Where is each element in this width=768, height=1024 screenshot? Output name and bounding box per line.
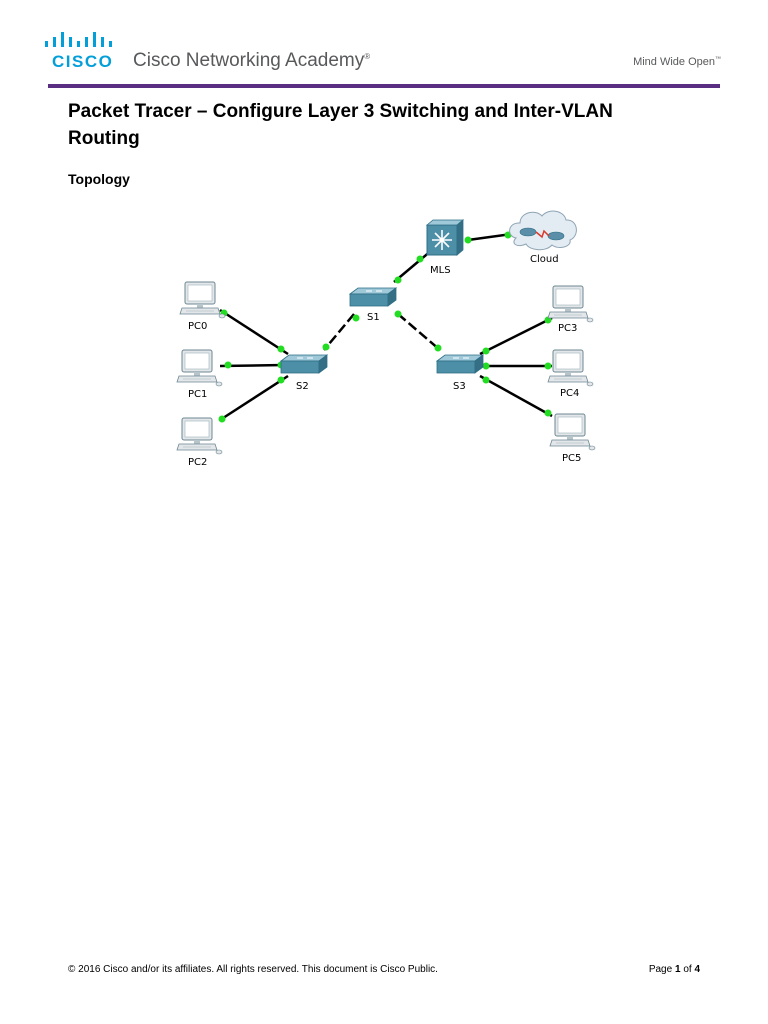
- pc0-icon: [179, 281, 226, 319]
- network-links: [219, 232, 553, 422]
- page-header: CISCO Cisco Networking Academy® Mind Wid…: [0, 0, 768, 88]
- pc4-icon: [547, 349, 594, 387]
- label-s3: S3: [453, 381, 466, 392]
- footer-page-number: Page 1 of 4: [648, 964, 700, 975]
- footer-copyright: © 2016 Cisco and/or its affiliates. All …: [68, 964, 438, 975]
- cisco-wordmark: CISCO: [52, 52, 114, 71]
- academy-name: Cisco Networking Academy®: [133, 50, 371, 71]
- pc1-icon: [176, 349, 223, 387]
- pc2-icon: [176, 417, 223, 455]
- link-pc0-s2: [219, 308, 289, 356]
- link-s1-s3: [397, 313, 441, 351]
- link-status-indicators: [218, 231, 552, 423]
- label-pc5: PC5: [562, 453, 581, 464]
- label-pc3: PC3: [558, 323, 577, 334]
- pc5-icon: [549, 413, 596, 451]
- header-rule: [48, 84, 720, 88]
- topology-diagram: Cloud MLS S1 S2 S3 PC0 PC1 PC2 PC3 PC4 P…: [176, 210, 596, 468]
- cisco-logo-icon: [45, 32, 112, 47]
- cloud-icon: [509, 210, 577, 251]
- label-pc4: PC4: [560, 388, 579, 399]
- switch-s2-icon: [280, 354, 328, 374]
- switch-s3-icon: [436, 354, 484, 374]
- label-s2: S2: [296, 381, 309, 392]
- label-pc2: PC2: [188, 457, 207, 468]
- link-s1-mls: [393, 249, 433, 283]
- label-pc1: PC1: [188, 389, 207, 400]
- document-title: Packet Tracer – Configure Layer 3 Switch…: [68, 101, 613, 149]
- multilayer-switch-icon: [425, 219, 465, 256]
- label-mls: MLS: [430, 265, 451, 276]
- link-s1-s2: [323, 313, 355, 351]
- label-s1: S1: [367, 312, 380, 323]
- link-s3-pc5: [479, 374, 553, 418]
- link-pc2-s2: [219, 374, 289, 422]
- label-cloud: Cloud: [530, 254, 559, 265]
- section-heading-topology: Topology: [68, 171, 130, 187]
- link-s3-pc3: [479, 316, 553, 356]
- switch-s1-icon: [349, 287, 397, 307]
- label-pc0: PC0: [188, 321, 207, 332]
- tagline: Mind Wide Open™: [633, 56, 721, 68]
- pc3-icon: [547, 285, 594, 323]
